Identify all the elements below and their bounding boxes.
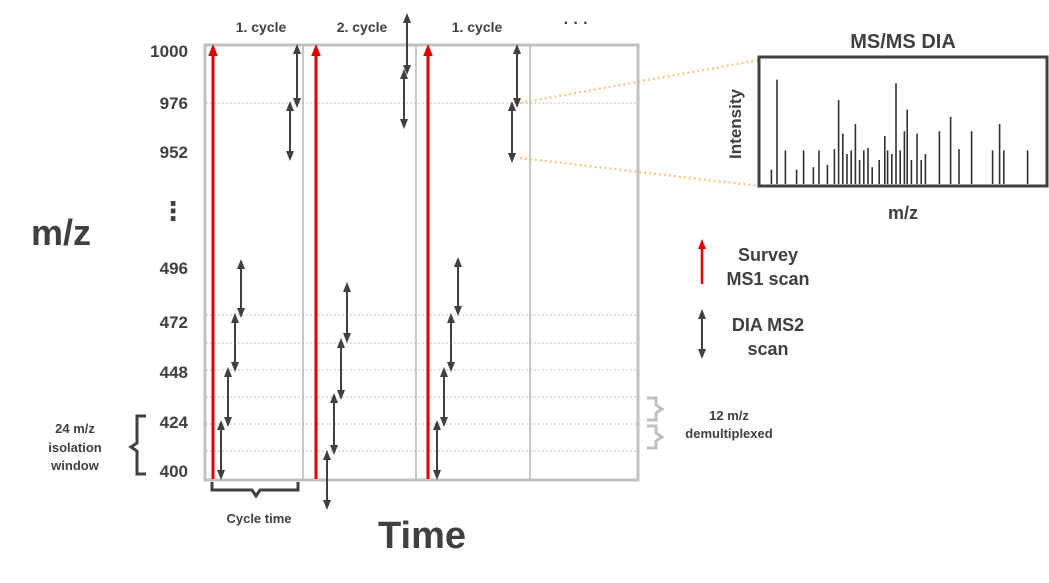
survey-arrows xyxy=(208,44,433,479)
y-tick-ellipsis: ⋮ xyxy=(160,196,186,226)
y-tick-976: 976 xyxy=(160,94,188,113)
inset-title: MS/MS DIA xyxy=(850,31,956,53)
mz-gridlines xyxy=(206,102,636,452)
cycle-separators xyxy=(302,46,531,479)
svg-text:DIA MS2: DIA MS2 xyxy=(732,315,804,335)
y-tick-952: 952 xyxy=(160,143,188,162)
plot-frame xyxy=(203,43,640,482)
svg-text:Survey: Survey xyxy=(738,245,798,265)
y-tick-496: 496 xyxy=(160,259,188,278)
cycle-label-ellipsis: · · · xyxy=(564,15,589,32)
y-tick-424: 424 xyxy=(160,413,189,432)
cycle-labels: 1. cycle 2. cycle 1. cycle · · · xyxy=(236,15,589,35)
isolation-window-bracket xyxy=(128,414,146,476)
y-tick-472: 472 xyxy=(160,313,188,332)
inset-ylabel: Intensity xyxy=(726,89,745,159)
inset-peaks xyxy=(770,79,1029,184)
y-axis-label: m/z xyxy=(31,212,91,253)
inset-xlabel: m/z xyxy=(888,203,918,223)
zoom-connectors xyxy=(519,58,760,188)
demux-label: 12 m/z demultiplexed xyxy=(685,408,772,441)
legend: Survey MS1 scan DIA MS2 scan xyxy=(698,239,810,359)
x-axis-label: Time xyxy=(378,515,466,557)
y-tick-labels: 1000 976 952 ⋮ 496 472 448 424 400 xyxy=(150,42,188,481)
dia-arrows xyxy=(217,12,521,510)
cycle-label-2: 2. cycle xyxy=(337,19,388,35)
legend-dia: DIA MS2 scan xyxy=(698,309,804,359)
y-tick-448: 448 xyxy=(160,363,188,382)
legend-survey: Survey MS1 scan xyxy=(698,239,810,289)
y-tick-400: 400 xyxy=(160,462,188,481)
y-tick-1000: 1000 xyxy=(150,42,188,61)
svg-text:demultiplexed: demultiplexed xyxy=(685,426,772,441)
demux-braces xyxy=(647,396,665,450)
svg-text:window: window xyxy=(50,458,100,473)
cycle-label-3: 1. cycle xyxy=(452,19,503,35)
svg-text:scan: scan xyxy=(747,339,788,359)
svg-text:MS1 scan: MS1 scan xyxy=(726,269,809,289)
isolation-window-label: 24 m/z isolation window xyxy=(48,421,102,473)
svg-text:24 m/z: 24 m/z xyxy=(55,421,95,436)
cycle-time-bracket xyxy=(210,482,300,499)
svg-text:12 m/z: 12 m/z xyxy=(709,408,749,423)
svg-text:isolation: isolation xyxy=(48,440,102,455)
cycle-label-1: 1. cycle xyxy=(236,19,287,35)
msms-inset: MS/MS DIA Intensity m/z xyxy=(726,31,1049,223)
cycle-time-label: Cycle time xyxy=(226,511,291,526)
